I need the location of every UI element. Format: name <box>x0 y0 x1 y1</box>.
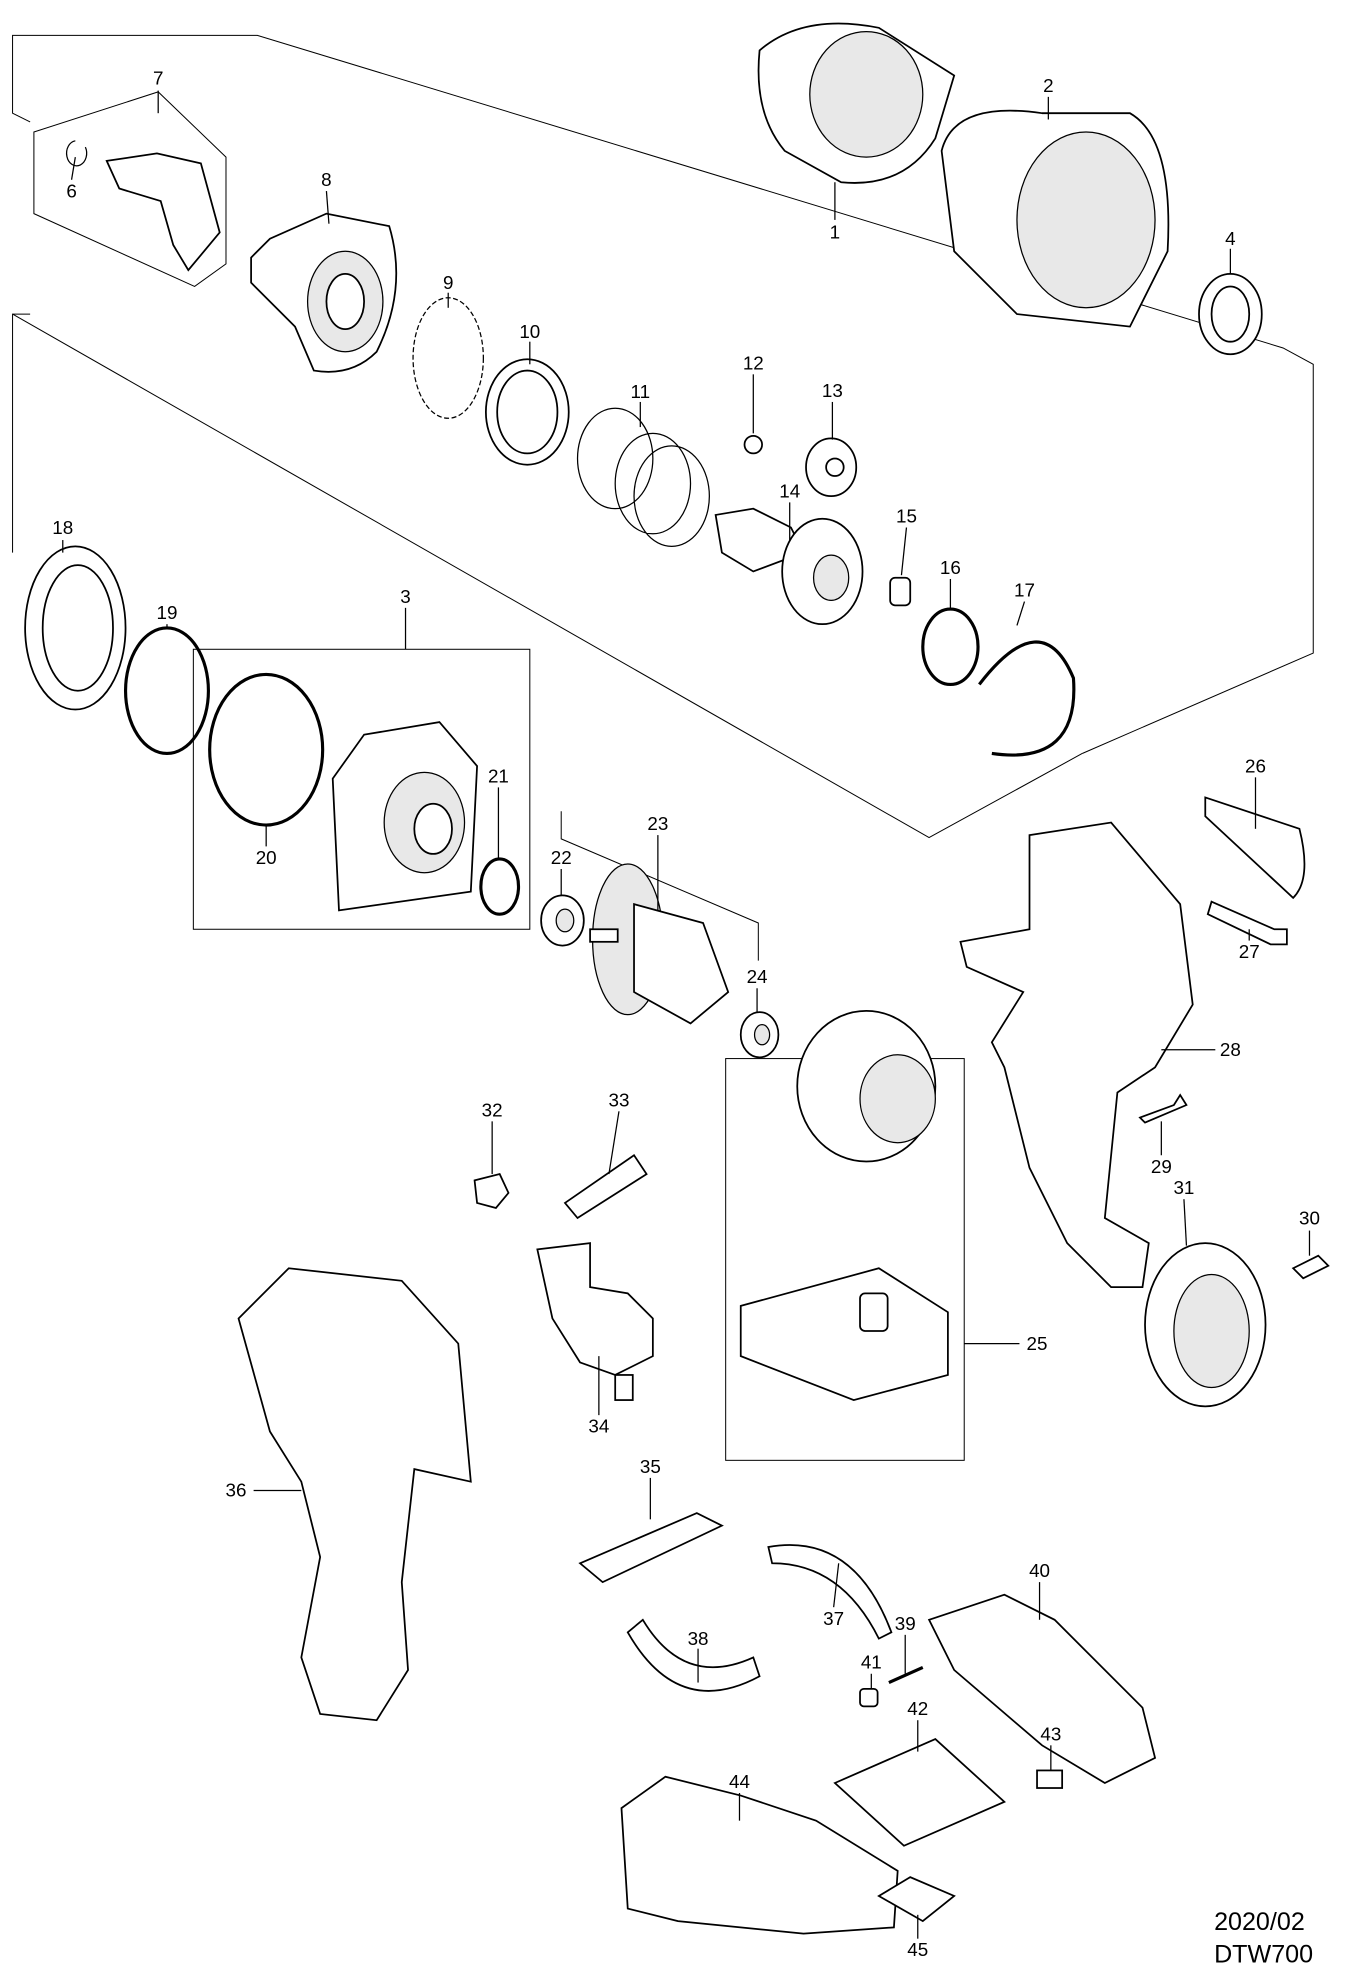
callout-44: 44 <box>729 1771 750 1792</box>
callout-15: 15 <box>896 505 917 526</box>
part-19-o-ring <box>123 626 210 756</box>
part-40-battery-mount-cover <box>927 1593 1157 1784</box>
part-18-ring-gear <box>24 545 127 711</box>
part-21-o-ring <box>479 857 521 916</box>
part-7-anvil <box>105 152 221 272</box>
part-30-tapping-screw <box>1291 1254 1330 1280</box>
part-36-housing-set-makita <box>237 1267 472 1722</box>
callout-13: 13 <box>822 380 843 401</box>
part-37-rubber <box>767 1544 893 1640</box>
callout-31: 31 <box>1173 1177 1194 1198</box>
callout-24: 24 <box>747 966 768 987</box>
part-15-pin <box>889 576 912 607</box>
callout-4: 4 <box>1225 228 1235 249</box>
callout-32: 32 <box>482 1099 503 1120</box>
part-12-steel-ball <box>743 434 763 455</box>
part-22-ball-bearing <box>540 894 585 947</box>
callout-26: 26 <box>1245 755 1266 776</box>
callout-42: 42 <box>907 1698 928 1719</box>
leader-line-15 <box>900 527 908 576</box>
callout-41: 41 <box>861 1652 882 1673</box>
part-39-pin <box>888 1666 924 1684</box>
part-24-ball-bearing <box>739 1011 780 1059</box>
callout-29: 29 <box>1151 1156 1172 1177</box>
callout-6: 6 <box>66 180 76 201</box>
callout-28: 28 <box>1220 1039 1241 1060</box>
callout-16: 16 <box>940 557 961 578</box>
assembly-frames <box>12 34 1314 1461</box>
callout-39: 39 <box>895 1613 916 1634</box>
part-14-spindle <box>714 507 864 626</box>
callout-38: 38 <box>688 1628 709 1649</box>
part-28-housing-set <box>959 821 1194 1288</box>
leader-line-6 <box>70 157 76 180</box>
callout-11: 11 <box>631 381 651 402</box>
callout-3: 3 <box>400 586 410 607</box>
callout-20: 20 <box>256 847 277 868</box>
part-43-clip <box>1036 1769 1064 1789</box>
part-31-rear-cover <box>1144 1242 1267 1408</box>
part-41-pin <box>859 1687 879 1708</box>
part-4-washer <box>1198 273 1263 356</box>
leader-line-37 <box>833 1563 840 1608</box>
part-26-label <box>1204 796 1306 900</box>
part-25-controller-stator <box>739 1009 949 1401</box>
callout-17: 17 <box>1014 580 1035 601</box>
callout-9: 9 <box>443 272 453 293</box>
revision-date: 2020/02 <box>1214 1908 1305 1936</box>
part-1-gear-housing-cover <box>757 22 956 184</box>
callout-36: 36 <box>226 1480 247 1501</box>
part-35-led-circuit <box>578 1512 724 1584</box>
part-13-gear <box>805 437 858 497</box>
callout-1: 1 <box>830 222 840 243</box>
part-33-change-lever <box>563 1154 648 1220</box>
callout-37: 37 <box>823 1608 844 1629</box>
callout-21: 21 <box>488 765 509 786</box>
callout-2: 2 <box>1043 75 1053 96</box>
callout-25: 25 <box>1027 1333 1048 1354</box>
callout-45: 45 <box>907 1939 928 1960</box>
callout-23: 23 <box>647 813 668 834</box>
part-29-tapping-screw <box>1138 1093 1188 1124</box>
part-11-compression-spring <box>576 407 710 547</box>
callout-10: 10 <box>519 321 540 342</box>
leader-line-33 <box>608 1111 620 1175</box>
callout-43: 43 <box>1040 1723 1061 1744</box>
callout-35: 35 <box>640 1456 661 1477</box>
callout-19: 19 <box>157 602 178 623</box>
leader-line-17 <box>1016 601 1026 626</box>
part-6-retaining-ring <box>65 140 88 167</box>
part-3-bearing-box <box>331 721 478 912</box>
model-number: DTW700 <box>1214 1941 1313 1969</box>
part-17-snap-ring <box>978 640 1076 757</box>
part-23-rotor <box>589 863 730 1025</box>
leader-line-8 <box>325 190 330 224</box>
callout-34: 34 <box>588 1416 609 1437</box>
callout-33: 33 <box>608 1089 629 1110</box>
callout-12: 12 <box>743 352 764 373</box>
callout-8: 8 <box>321 169 331 190</box>
part-callouts: 7689101112131415161712418193202122232426… <box>52 67 1320 1960</box>
part-38-rubber <box>626 1618 761 1692</box>
callout-40: 40 <box>1029 1560 1050 1581</box>
part-9-steel-balls <box>412 297 484 419</box>
part-20-o-ring <box>208 672 325 827</box>
part-8-hammer <box>250 212 398 373</box>
part-32-knob <box>473 1173 510 1209</box>
callout-30: 30 <box>1299 1207 1320 1228</box>
part-10-flat-washer <box>484 358 570 466</box>
part-27-screw <box>1206 900 1288 946</box>
leader-line-31 <box>1183 1199 1188 1246</box>
part-2-hammer-case <box>940 109 1170 328</box>
leader-lines <box>62 90 1311 1939</box>
callout-27: 27 <box>1239 941 1260 962</box>
callout-7: 7 <box>153 67 163 88</box>
part-45-label <box>877 1876 956 1923</box>
callout-18: 18 <box>52 517 73 538</box>
callout-14: 14 <box>779 480 800 501</box>
part-16-ring <box>921 607 980 687</box>
part-34-switch <box>536 1242 654 1401</box>
part-42-terminal <box>833 1738 1006 1847</box>
callout-22: 22 <box>551 847 572 868</box>
